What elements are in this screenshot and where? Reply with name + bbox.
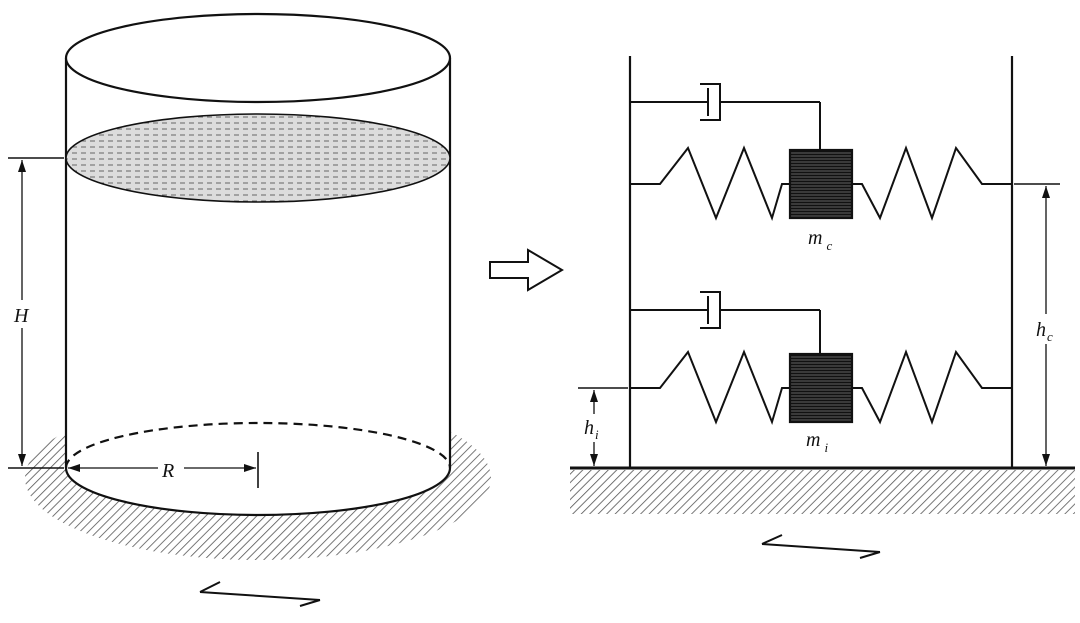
convective-left-spring [630, 145, 792, 222]
hc-label-bg [1034, 314, 1068, 344]
radius-label: R [161, 460, 174, 482]
model-ground-motion-arrow [761, 534, 881, 559]
liquid-surface [65, 113, 451, 203]
radius-dim-arrow-right [244, 464, 256, 472]
height-label: H [13, 305, 30, 327]
equivalence-arrow-icon [489, 248, 564, 292]
impulsive-right-spring [852, 349, 1012, 425]
radius-label-bg [158, 458, 184, 478]
convective-mass [788, 148, 854, 220]
convective-right-spring [852, 145, 1012, 221]
height-label-bg [10, 300, 34, 328]
tank-figure: H R [8, 12, 491, 607]
hi-dim-arrow-bottom [590, 454, 598, 466]
tank-top-rim [64, 12, 452, 104]
height-dim-arrow-bottom [18, 454, 26, 466]
impulsive-damper [630, 291, 821, 354]
hc-dim-arrow-top [1042, 186, 1050, 198]
impulsive-left-spring [630, 349, 792, 426]
impulsive-mass [788, 352, 854, 424]
tank-bottom-arc-back [64, 421, 452, 469]
hc-label: hc [1036, 319, 1053, 344]
height-dim-arrow-top [18, 160, 26, 172]
radius-dim-arrow-left [68, 464, 80, 472]
hc-dim-arrow-bottom [1042, 454, 1050, 466]
hi-dim-arrow-top [590, 390, 598, 402]
tank-bottom-arc-front [64, 467, 452, 517]
convective-damper [630, 83, 821, 150]
hi-label: hi [584, 417, 599, 442]
tank-ground-motion-arrow [199, 581, 321, 607]
model-ground-hatch [570, 470, 1075, 514]
hi-label-bg [582, 414, 610, 442]
